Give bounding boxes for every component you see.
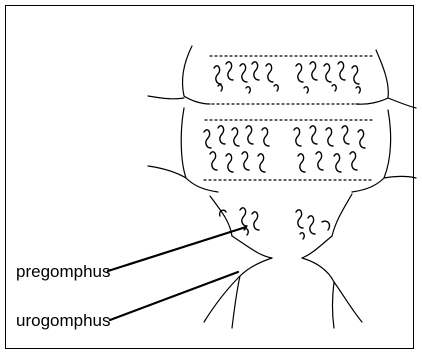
urogomphus-leader-line — [110, 272, 238, 320]
setae-lower — [220, 208, 330, 239]
setae-row-middle — [204, 126, 365, 172]
setae-row-upper — [214, 62, 360, 93]
pregomphus-leader-line — [108, 227, 246, 271]
urogomphus-label: urogomphus — [16, 312, 111, 329]
abdominal-segment-lower — [210, 194, 352, 258]
urogomphi — [204, 258, 362, 328]
abdominal-segment-upper — [148, 46, 416, 108]
pregomphus-label: pregomphus — [16, 263, 111, 280]
abdominal-segment-middle — [148, 108, 416, 192]
